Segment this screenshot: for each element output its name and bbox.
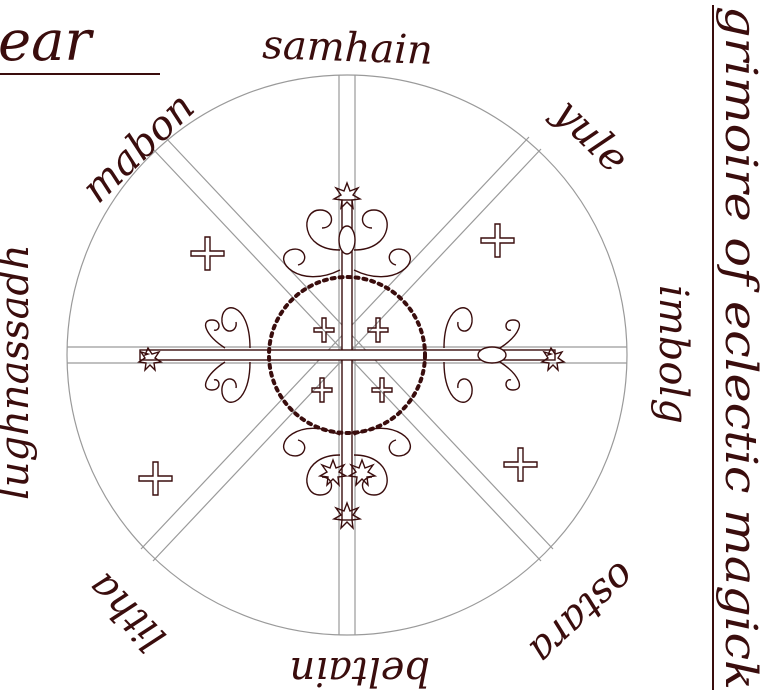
sabbat-label-imbolg: imbolg: [650, 285, 696, 424]
veve-star-bottom-2: [349, 460, 375, 485]
cross-upper-left: [191, 237, 224, 270]
sabbat-label-litha: litha: [79, 563, 175, 661]
veve-oval-right: [478, 347, 506, 363]
side-title: grimoire of eclectic magick: [715, 6, 766, 690]
cross-upper-right: [481, 224, 514, 257]
sabbat-label-mabon: mabon: [73, 84, 204, 212]
veve-scroll-bottom-right: [354, 455, 387, 495]
veve-scroll-far-right-top: [500, 320, 519, 348]
veve-scroll-left-top: [222, 308, 250, 348]
page-title-fragment: ear: [0, 9, 95, 74]
cross-lower-right: [504, 448, 537, 481]
sabbat-label-beltain: beltain: [289, 648, 430, 694]
veve-scroll-top-left: [307, 210, 340, 250]
cross-lower-left: [139, 462, 172, 495]
veve-scroll-left-bottom: [222, 362, 250, 402]
page-header: ear: [0, 9, 160, 74]
veve-scroll-bottom-left: [307, 455, 340, 495]
veve-oval-top: [339, 226, 355, 254]
veve-scroll-right-bottom: [444, 362, 472, 402]
sabbat-label-lughnassadh: lughnassadh: [0, 244, 38, 500]
veve-scroll-far-right-bottom: [500, 362, 519, 390]
side-title-group: grimoire of eclectic magick: [713, 5, 766, 690]
sabbat-label-samhain: samhain: [262, 22, 434, 74]
veve-scroll-right-top: [444, 308, 472, 348]
sabbat-label-yule: yule: [544, 88, 638, 182]
sabbat-label-ostara: ostara: [520, 553, 645, 674]
veve-scroll-top-right: [354, 210, 387, 250]
veve-inner-cross-4: [372, 378, 392, 402]
